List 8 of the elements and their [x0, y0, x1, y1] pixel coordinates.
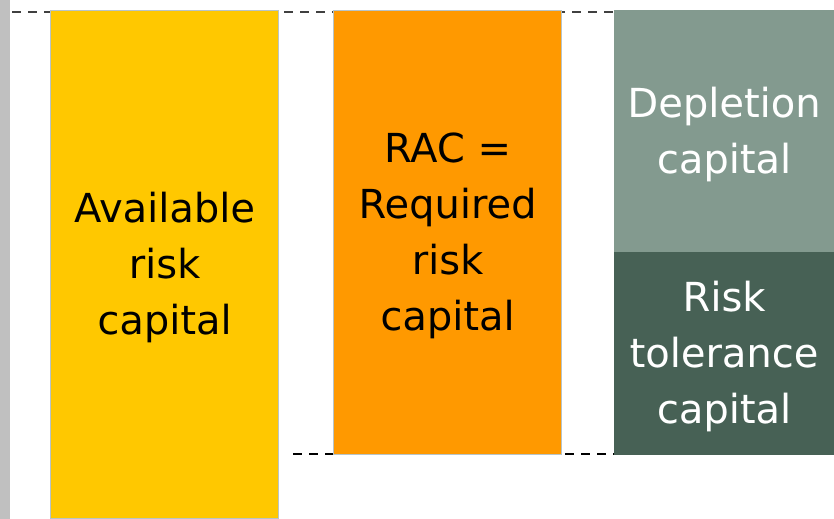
capital-block — [614, 252, 834, 455]
capital-bar — [333, 10, 562, 455]
node-label: Risk tolerance capital — [628, 274, 820, 434]
node-label: Available risk capital — [72, 184, 256, 346]
capital-block — [614, 10, 834, 253]
node-label: RAC = Required risk capital — [357, 124, 538, 342]
node-label: Depletion capital — [626, 80, 822, 184]
capital-bar — [50, 10, 279, 519]
